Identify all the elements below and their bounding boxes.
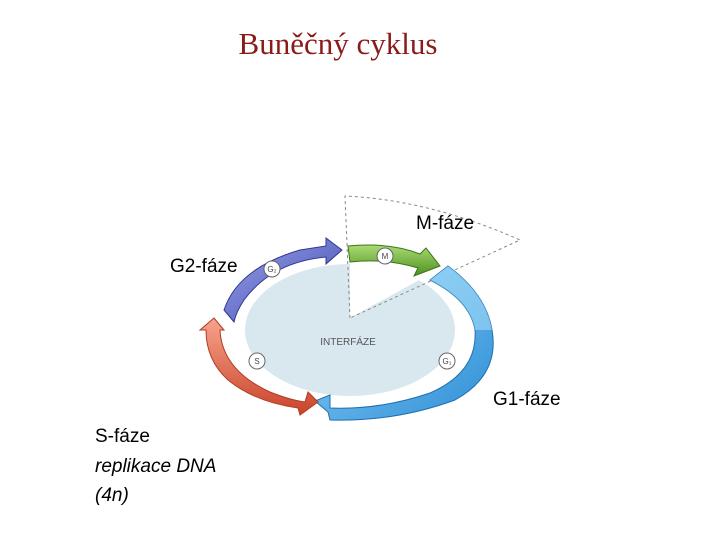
s-badge-text: S bbox=[254, 357, 259, 366]
s-phase-note-line1: replikace DNA bbox=[95, 456, 216, 478]
interphase-label: INTERFÁZE bbox=[320, 335, 376, 348]
m-phase-label: M-fáze bbox=[416, 213, 474, 235]
s-phase-label: S-fáze bbox=[95, 426, 150, 448]
g2-badge-text: G₂ bbox=[267, 265, 276, 274]
s-phase-note-line2: (4n) bbox=[95, 485, 129, 507]
g2-phase-label: G2-fáze bbox=[170, 256, 238, 278]
m-badge-text: M bbox=[382, 252, 389, 261]
g1-phase-label: G1-fáze bbox=[493, 389, 561, 411]
g1-badge-text: G₁ bbox=[443, 357, 452, 366]
